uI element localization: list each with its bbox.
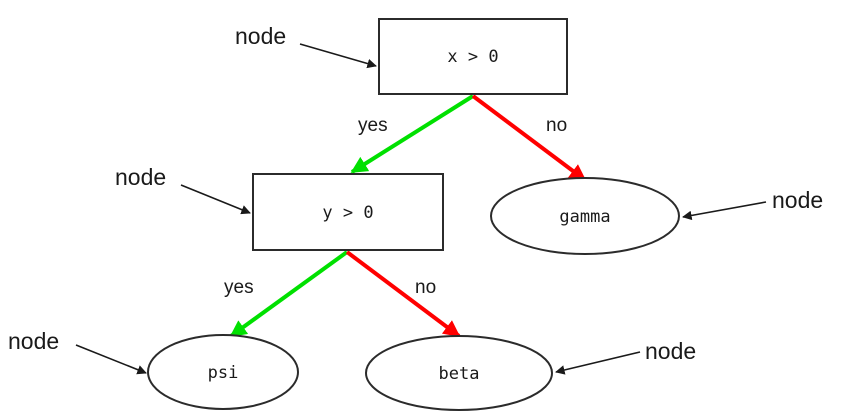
annotation-root-arrow xyxy=(299,43,377,69)
leaf-node-psi[interactable]: psi xyxy=(147,334,299,410)
decision-node-root[interactable]: x > 0 xyxy=(378,18,568,95)
decision-node-second-box[interactable] xyxy=(252,173,444,251)
edge-second-no xyxy=(345,250,461,338)
annotation-second: node xyxy=(115,164,251,215)
leaf-node-beta[interactable]: beta xyxy=(365,335,553,411)
decision-node-second[interactable]: y > 0 xyxy=(252,173,444,251)
annotation-second-label: node xyxy=(115,164,166,190)
leaf-node-gamma[interactable]: gamma xyxy=(490,177,680,255)
annotation-psi-arrow xyxy=(75,344,147,375)
leaf-node-psi-ellipse[interactable] xyxy=(147,334,299,410)
edge-root-yes xyxy=(350,94,475,174)
annotation-beta-arrow xyxy=(555,351,641,375)
leaf-node-gamma-label: gamma xyxy=(559,207,610,227)
edge-root-no xyxy=(471,94,587,182)
annotation-gamma-label: node xyxy=(772,187,823,213)
edges-group xyxy=(229,94,587,338)
annotation-root: node xyxy=(235,23,377,69)
annotation-gamma: node xyxy=(682,187,823,221)
leaf-node-gamma-ellipse[interactable] xyxy=(490,177,680,255)
edge-second-yes xyxy=(229,250,349,338)
annotation-beta-label: node xyxy=(645,338,696,364)
annotation-beta: node xyxy=(555,338,696,375)
edge-label-root-no: no xyxy=(546,115,567,136)
edge-label-root-yes: yes xyxy=(358,115,388,136)
annotation-psi-label: node xyxy=(8,328,59,354)
annotation-second-arrow xyxy=(180,184,251,215)
decision-node-second-label: y > 0 xyxy=(322,203,373,223)
leaf-node-psi-label: psi xyxy=(208,363,239,383)
leaf-node-beta-ellipse[interactable] xyxy=(365,335,553,411)
annotation-root-label: node xyxy=(235,23,286,49)
edge-label-second-no: no xyxy=(415,277,436,298)
leaf-node-beta-label: beta xyxy=(439,364,480,384)
decision-node-root-box[interactable] xyxy=(378,18,568,95)
annotation-psi: node xyxy=(8,328,147,375)
edge-label-second-yes: yes xyxy=(224,277,254,298)
annotation-gamma-arrow xyxy=(682,201,767,221)
decision-node-root-label: x > 0 xyxy=(447,47,498,67)
annotations-group: node node node node node xyxy=(8,23,823,375)
edge-labels-group: yes no yes no xyxy=(224,115,567,298)
